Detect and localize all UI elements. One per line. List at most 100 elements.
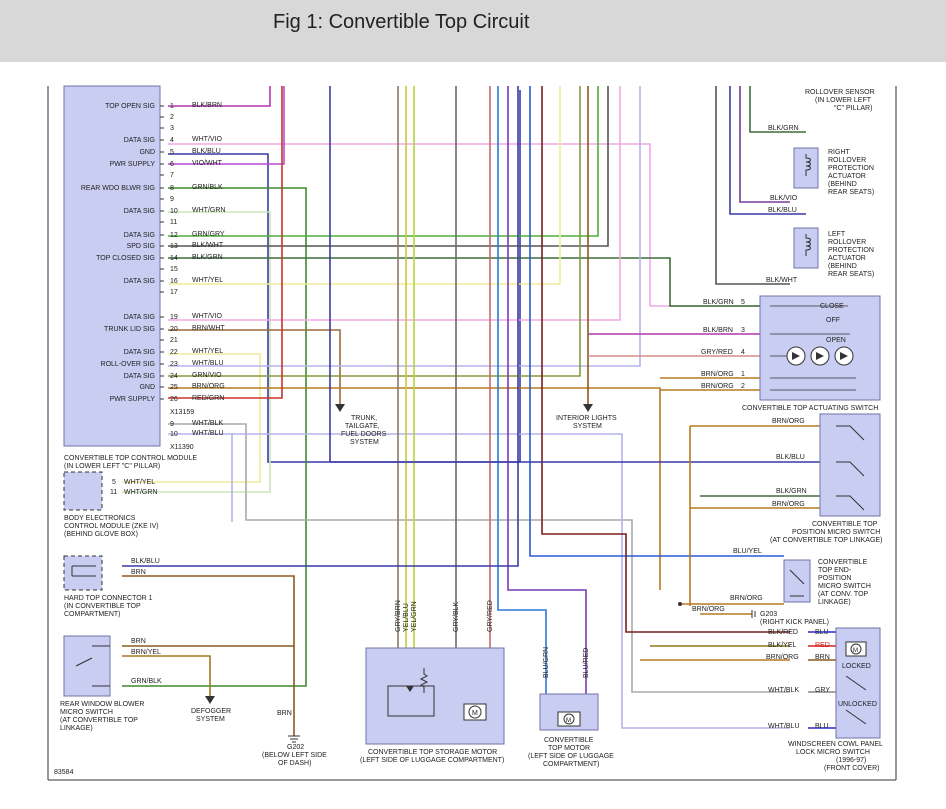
right-actuator-6: REAR SEATS) (828, 189, 874, 196)
blower-label-4: LINKAGE) (60, 725, 93, 732)
top-motor-wire-1: BLU/GRN (543, 647, 550, 678)
g202-wire-label: BRN (277, 710, 292, 717)
storage-motor: M GRY/BRN YEL/BLU YEL/GRN GRY/BLK GRY/RE… (360, 600, 505, 764)
interior-label-2: SYSTEM (573, 423, 602, 430)
ctm-aux-pin-number: 9 (170, 421, 174, 428)
switch-close: CLOSE (820, 303, 844, 310)
connector-x13159: X13159 (170, 409, 194, 416)
g203-ground: BRN/ORG G203 (RIGHT KICK PANEL) (678, 602, 829, 626)
blower-wire-1: BRN (131, 638, 146, 645)
header-bar: Fig 1: Convertible Top Circuit (0, 0, 946, 62)
hardtop-wire-2: BRN (131, 569, 146, 576)
cowl-out-3: BRN (815, 654, 830, 661)
blower-label-1: REAR WINDOW BLOWER (60, 701, 144, 708)
act-pin-4: 4 (741, 349, 745, 356)
ctm-pin-number: 7 (170, 172, 174, 179)
actuating-label: CONVERTIBLE TOP ACTUATING SWITCH (742, 405, 878, 412)
left-actuator-1: LEFT (828, 231, 846, 238)
cowl-label-2: LOCK MICRO SWITCH (796, 749, 870, 756)
endpos-wire-1: BLU/YEL (733, 548, 762, 555)
actuating-switch: CLOSE OFF OPEN BLK/GRN 5 BLK/BRN 3 GRY/R… (701, 295, 881, 412)
ctm-pin-wire: WHT/VIO (192, 136, 222, 143)
blower-wire-3: GRN/BLK (131, 678, 162, 685)
right-actuator-5: (BEHIND (828, 181, 857, 188)
ctm-pin-wire: BRN/ORG (192, 383, 225, 390)
ctm-pin-signal: ROLL-OVER SIG (101, 361, 155, 368)
ctm-pin-number: 9 (170, 196, 174, 203)
ctm-pin-signal: GND (139, 149, 155, 156)
act-pin-1: 1 (741, 371, 745, 378)
endpos-label-2: TOP END- (818, 567, 852, 574)
left-actuator-2: ROLLOVER (828, 239, 866, 246)
trunk-label-1: TRUNK, (351, 415, 377, 422)
endpos-label-3: POSITION (818, 575, 851, 582)
ctm-pin-number: 1 (170, 103, 174, 110)
rollover-wire-1: BLK/GRN (768, 125, 799, 132)
blower-label-3: (AT CONVERTIBLE TOP (60, 717, 138, 724)
act-pin-2: 2 (741, 383, 745, 390)
right-actuator-3: PROTECTION (828, 165, 874, 172)
ctm-pin-wire: GRN/BLK (192, 184, 223, 191)
ctm-pin-signal: DATA SIG (124, 137, 155, 144)
position-label-2: POSITION MICRO SWITCH (792, 529, 880, 536)
position-label-1: CONVERTIBLE TOP (812, 521, 878, 528)
switch-open: OPEN (826, 337, 846, 344)
trunk-system: TRUNK, TAILGATE, FUEL DOORS SYSTEM (335, 404, 387, 446)
left-actuator-4: ACTUATOR (828, 255, 866, 262)
page-title: Fig 1: Convertible Top Circuit (273, 11, 530, 33)
hardtop-connector: BLK/BLU BRN HARD TOP CONNECTOR 1 (IN CON… (63, 555, 160, 618)
defogger-label-1: DEFOGGER (191, 708, 231, 715)
ctm-pin-wire: RED/GRN (192, 395, 224, 402)
cowl-out-4: GRY (815, 687, 830, 694)
ctm-label: CONVERTIBLE TOP CONTROL MODULE (64, 455, 197, 462)
ctm-pin-number: 19 (170, 314, 178, 321)
pos-wire-3: BLK/GRN (776, 488, 807, 495)
figure-id: 83584 (54, 769, 74, 776)
ctm-location: (IN LOWER LEFT "C" PILLAR) (64, 463, 160, 470)
zke-pin-5: 5 (112, 479, 116, 486)
storage-wire-3: YEL/GRN (411, 601, 418, 632)
storage-wire-2: YEL/BLU (403, 603, 410, 632)
pos-wire-1: BRN/ORG (772, 418, 805, 425)
ctm-pin-signal: PWR SUPPLY (110, 161, 156, 168)
ctm-pin-signal: TOP CLOSED SIG (96, 255, 155, 262)
rollover-wire-3: BLK/BLU (768, 207, 797, 214)
g203-location: (RIGHT KICK PANEL) (760, 619, 829, 626)
zke-wire-5: WHT/YEL (124, 479, 155, 486)
ctm-pin-number: 11 (170, 219, 177, 226)
act-wire-4: GRY/RED (701, 349, 733, 356)
ctm-pin-number: 21 (170, 337, 178, 344)
top-motor-label-2: TOP MOTOR (548, 745, 590, 752)
act-wire-1: BRN/ORG (701, 371, 734, 378)
wiring-diagram: BRN G202 (BELOW LEFT SIDE OF DASH) TOP O… (47, 85, 897, 781)
top-motor: M BLU/GRN BLU/RED CONVERTIBLE TOP MOTOR … (528, 647, 614, 768)
ctm-pin-signal: REAR WDO BLWR SIG (81, 185, 155, 192)
ctm-pin-wire: VIO/WHT (192, 160, 223, 167)
position-label-3: (AT CONVERTIBLE TOP LINKAGE) (770, 537, 882, 544)
hardtop-label-2: (IN CONVERTIBLE TOP (64, 603, 141, 610)
storage-wire-1: GRY/BRN (395, 600, 402, 632)
cowl-label-1: WINDSCREEN COWL PANEL (788, 741, 883, 748)
right-actuator-4: ACTUATOR (828, 173, 866, 180)
ctm-pin-wire: WHT/VIO (192, 313, 222, 320)
connector-x11390: X11390 (170, 444, 194, 451)
rollover-wire-4: BLK/WHT (766, 277, 798, 284)
ctm-aux-pin-number: 10 (170, 431, 178, 438)
interior-label-1: INTERIOR LIGHTS (556, 415, 617, 422)
hardtop-label-1: HARD TOP CONNECTOR 1 (64, 595, 153, 602)
ctm-pin-wire: BRN/WHT (192, 325, 225, 332)
act-pin-3: 3 (741, 327, 745, 334)
wire-trunk (122, 86, 836, 729)
cowl-in-5: WHT/BLU (768, 723, 800, 730)
ctm-pin-number: 4 (170, 137, 174, 144)
ctm-pin-signal: DATA SIG (124, 373, 155, 380)
defogger-label-2: SYSTEM (196, 716, 225, 723)
cowl-label-3: (1996-97) (836, 757, 866, 764)
act-pin-5: 5 (741, 299, 745, 306)
position-micro-switch: BRN/ORG BLK/BLU BLK/GRN BRN/ORG CONVERTI… (770, 413, 882, 544)
endpos-label-5: (AT CONV. TOP (818, 591, 869, 598)
g202-ground: BRN G202 (BELOW LEFT SIDE OF DASH) (262, 710, 327, 767)
g202-location-2: OF DASH) (278, 760, 311, 767)
endpos-label-4: MICRO SWITCH (818, 583, 871, 590)
ctm-pin-signal: TRUNK LID SIG (104, 326, 155, 333)
